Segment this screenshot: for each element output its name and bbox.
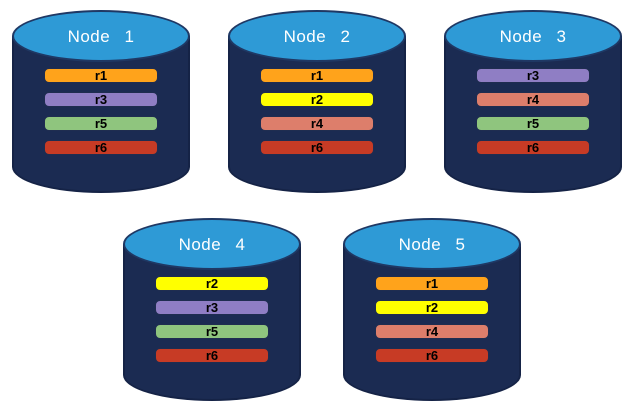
replica-bar: r2 [155,276,269,291]
database-node: Node 1 r1 r3 r5 r6 [12,10,190,193]
replica-bar: r2 [260,92,374,107]
node-title: Node 5 [398,235,466,254]
cylinder-top-ellipse: Node 5 [343,218,521,270]
database-node: Node 3 r3 r4 r5 r6 [444,10,622,193]
cylinder-body [123,244,301,401]
replica-bar: r1 [375,276,489,291]
replica-bar-label: r1 [94,68,108,83]
replica-bar-label: r5 [526,116,540,131]
node-title: Node 4 [178,235,246,254]
database-node: Node 5 r1 r2 r4 r6 [343,218,521,401]
replica-bar: r3 [44,92,158,107]
replica-bar-label: r4 [425,324,439,339]
replica-bar-label: r2 [310,92,324,107]
cylinder-top-ellipse: Node 4 [123,218,301,270]
replica-bar-label: r4 [310,116,324,131]
cylinder-top-ellipse: Node 3 [444,10,622,62]
replica-bar: r6 [260,140,374,155]
node-title: Node 1 [67,27,135,46]
replica-bar-list: r2 r3 r5 r6 [155,276,269,363]
replica-bar-label: r3 [526,68,540,83]
replica-bar-label: r6 [94,140,108,155]
replica-bar: r4 [260,116,374,131]
replica-bar-label: r6 [310,140,324,155]
replica-bar: r5 [44,116,158,131]
replica-bar-list: r3 r4 r5 r6 [476,68,590,155]
node-title: Node 3 [499,27,567,46]
replica-bar-list: r1 r3 r5 r6 [44,68,158,155]
replica-bar-list: r1 r2 r4 r6 [260,68,374,155]
replica-bar-label: r1 [310,68,324,83]
replica-bar-label: r3 [94,92,108,107]
replica-bar: r5 [476,116,590,131]
replica-bar-label: r6 [425,348,439,363]
replica-bar: r4 [375,324,489,339]
replica-bar-label: r6 [205,348,219,363]
node-title: Node 2 [283,27,351,46]
replica-bar: r1 [260,68,374,83]
database-node: Node 2 r1 r2 r4 r6 [228,10,406,193]
replica-bar: r2 [375,300,489,315]
replica-bar: r5 [155,324,269,339]
replica-bar: r4 [476,92,590,107]
database-node: Node 4 r2 r3 r5 r6 [123,218,301,401]
cylinder-body [444,36,622,193]
replica-bar-label: r6 [526,140,540,155]
replica-bar-label: r2 [205,276,219,291]
cylinder-body [12,36,190,193]
cylinder-top-ellipse: Node 2 [228,10,406,62]
replica-bar-label: r2 [425,300,439,315]
replica-bar: r3 [476,68,590,83]
replica-bar-label: r1 [425,276,439,291]
replica-bar: r6 [476,140,590,155]
replica-bar-list: r1 r2 r4 r6 [375,276,489,363]
replica-bar: r6 [155,348,269,363]
replica-bar-label: r3 [205,300,219,315]
replica-bar-label: r5 [94,116,108,131]
replica-bar: r3 [155,300,269,315]
replica-bar-label: r5 [205,324,219,339]
replica-bar: r6 [44,140,158,155]
cylinder-body [228,36,406,193]
replica-bar: r6 [375,348,489,363]
replica-bar-label: r4 [526,92,540,107]
replica-bar: r1 [44,68,158,83]
cylinder-body [343,244,521,401]
cylinder-top-ellipse: Node 1 [12,10,190,62]
